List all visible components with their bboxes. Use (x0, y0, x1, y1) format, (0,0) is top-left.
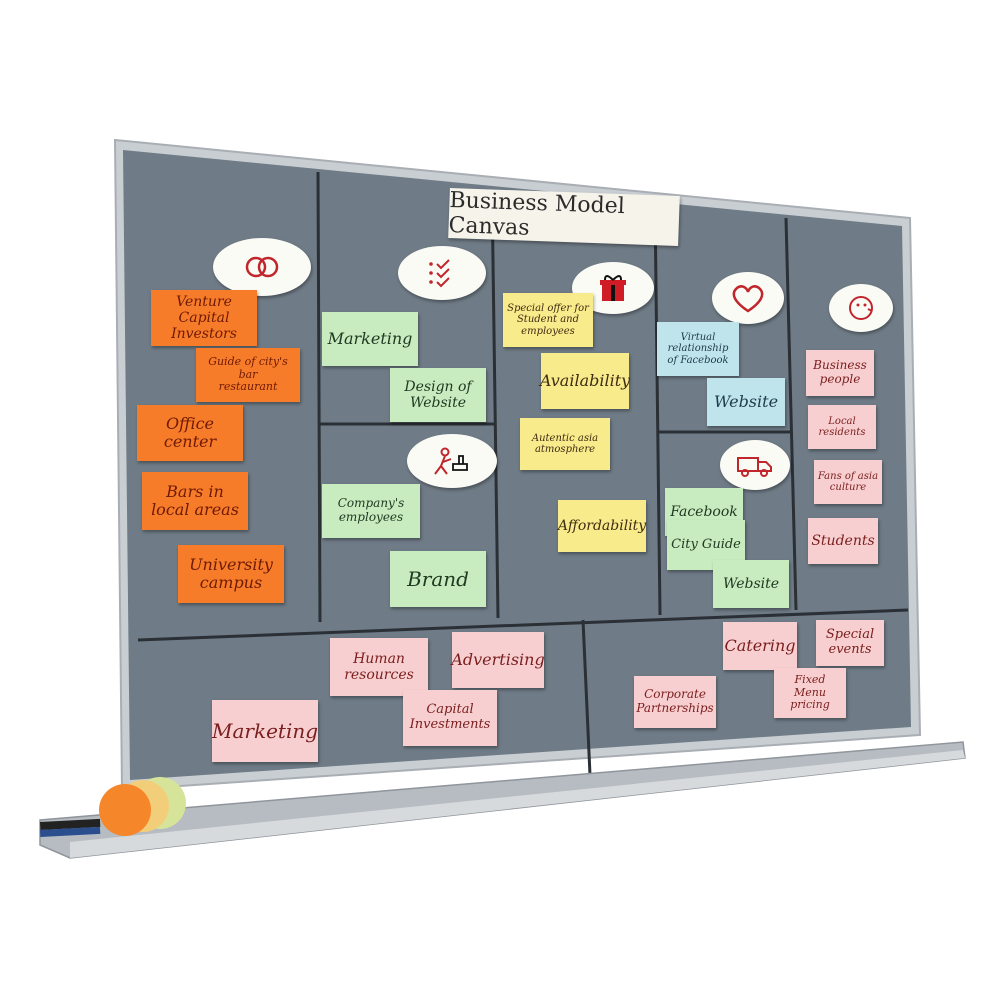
heart-icon (712, 272, 784, 324)
note-special-events[interactable]: Special events (816, 620, 884, 666)
marker-blue[interactable] (40, 826, 101, 837)
face-icon (829, 284, 893, 332)
linked-rings-icon (213, 238, 311, 296)
note-special-offer[interactable]: Special offer for Student and employees (503, 293, 593, 347)
divider-v4 (784, 217, 798, 611)
canvas-title: Business Model Canvas (448, 188, 680, 246)
divider-v2 (490, 189, 500, 619)
note-brand[interactable]: Brand (390, 551, 486, 607)
note-availability[interactable]: Availability (540, 353, 630, 409)
note-corporate-partnerships[interactable]: Corporate Partnerships (634, 676, 716, 728)
note-local-residents[interactable]: Local residents (808, 405, 876, 449)
note-affordability[interactable]: Affordability (558, 500, 646, 552)
note-catering[interactable]: Catering (723, 622, 797, 670)
note-authentic-atmosphere[interactable]: Autentic asia atmosphere (520, 418, 610, 470)
note-fans-asia-culture[interactable]: Fans of asia culture (814, 460, 882, 504)
tray-lip (70, 750, 965, 858)
checklist-icon (398, 246, 486, 300)
note-office-center[interactable]: Office center (137, 405, 243, 461)
note-company-employees[interactable]: Company's employees (322, 484, 420, 538)
note-website-relationship[interactable]: Website (707, 378, 785, 426)
note-fixed-menu-pricing[interactable]: Fixed Menu pricing (774, 668, 846, 718)
note-marketing-activity[interactable]: Marketing (322, 312, 418, 366)
note-university-campus[interactable]: University campus (178, 545, 284, 603)
note-business-people[interactable]: Business people (806, 350, 874, 396)
divider-v3 (653, 204, 662, 616)
gift-icon (572, 262, 654, 314)
note-venture-capital[interactable]: Venture Capital Investors (151, 290, 257, 346)
note-students[interactable]: Students (808, 518, 878, 564)
note-advertising[interactable]: Advertising (451, 632, 545, 688)
note-capital-investments[interactable]: Capital Investments (403, 690, 497, 746)
note-website-channel[interactable]: Website (713, 560, 789, 608)
divider-h-bottom (137, 608, 909, 642)
truck-icon (720, 440, 790, 490)
divider-v5 (581, 619, 592, 776)
note-design-website[interactable]: Design of Website (390, 368, 486, 422)
divider-v1 (316, 171, 322, 623)
note-human-resources[interactable]: Human resources (330, 638, 428, 696)
note-virtual-relationship[interactable]: Virtual relationship of Facebook (657, 322, 739, 376)
note-bars-local-areas[interactable]: Bars in local areas (142, 472, 248, 530)
note-city-guide[interactable]: Guide of city's bar restaurant (196, 348, 300, 402)
worker-icon (407, 434, 497, 488)
round-card-orange[interactable] (99, 784, 151, 836)
note-marketing-cost[interactable]: Marketing (212, 700, 318, 762)
marker-black[interactable] (40, 818, 101, 830)
